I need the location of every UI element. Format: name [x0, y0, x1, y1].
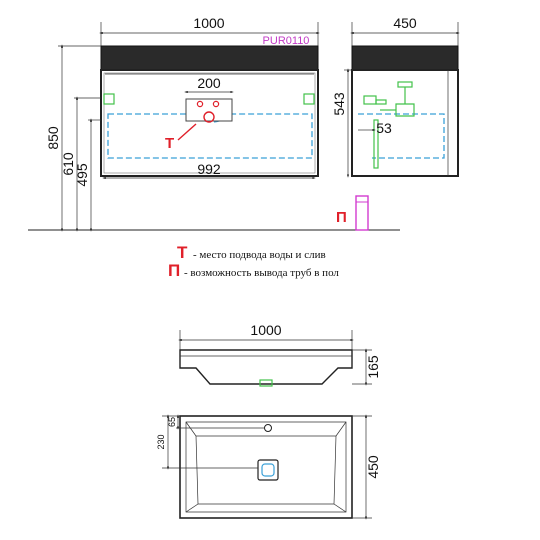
drain-square: [257, 459, 279, 481]
front-t-marker: Т: [165, 135, 174, 152]
front-width-label: 1000: [193, 15, 224, 31]
sink-width-label: 1000: [250, 322, 281, 338]
side-cabinet: [351, 69, 459, 177]
side-top: [351, 45, 459, 71]
height-610-label: 610: [60, 152, 76, 176]
front-view: 1000 PUR0110 200 Т 992 850: [28, 15, 400, 232]
legend: Т - место подвода воды и слив П - возмож…: [168, 243, 339, 280]
water-hole-left: [196, 100, 204, 108]
vanity-top: [100, 45, 319, 71]
drain-grate-icon: [261, 463, 275, 477]
cutout-width-label: 200: [197, 75, 221, 91]
side-drawer-outline: [358, 113, 445, 159]
sink-side-view: 1000 165: [178, 322, 381, 387]
sink-top-view: 450 230 65: [156, 414, 381, 520]
front-inner-width-label: 992: [197, 161, 221, 177]
height-total-label: 850: [45, 126, 61, 150]
model-code: PUR0110: [263, 35, 310, 47]
sink-drain-fitting: [259, 379, 273, 387]
side-p-marker: П: [336, 209, 347, 226]
legend-t-symbol: Т: [177, 243, 188, 262]
side-depth-label: 450: [393, 15, 417, 31]
side-pipe: [373, 119, 379, 169]
water-hole-right: [212, 100, 220, 108]
cutout-panel: [185, 98, 233, 122]
hinge-right: [303, 93, 315, 105]
sink-depth-label: 450: [365, 455, 381, 479]
side-height-label: 543: [331, 92, 347, 116]
sink-height-label: 165: [365, 355, 381, 379]
faucet-hole: [264, 424, 272, 432]
dim-65-label: 65: [167, 417, 177, 427]
floor-pipe: [355, 195, 369, 231]
hinge-left: [103, 93, 115, 105]
side-offset-label: 53: [376, 120, 392, 136]
drain-hole: [203, 111, 215, 123]
side-view: 450 543 53 П: [331, 15, 460, 231]
legend-p-symbol: П: [168, 261, 180, 280]
legend-t-text: - место подвода воды и слив: [193, 249, 326, 261]
legend-p-text: - возможность вывода труб в пол: [184, 267, 339, 279]
height-495-label: 495: [74, 163, 90, 187]
dim-230-label: 230: [156, 434, 166, 449]
sink-profile: [179, 349, 353, 385]
siphon-icon: [363, 81, 415, 117]
sink-top-outline: [179, 415, 353, 519]
